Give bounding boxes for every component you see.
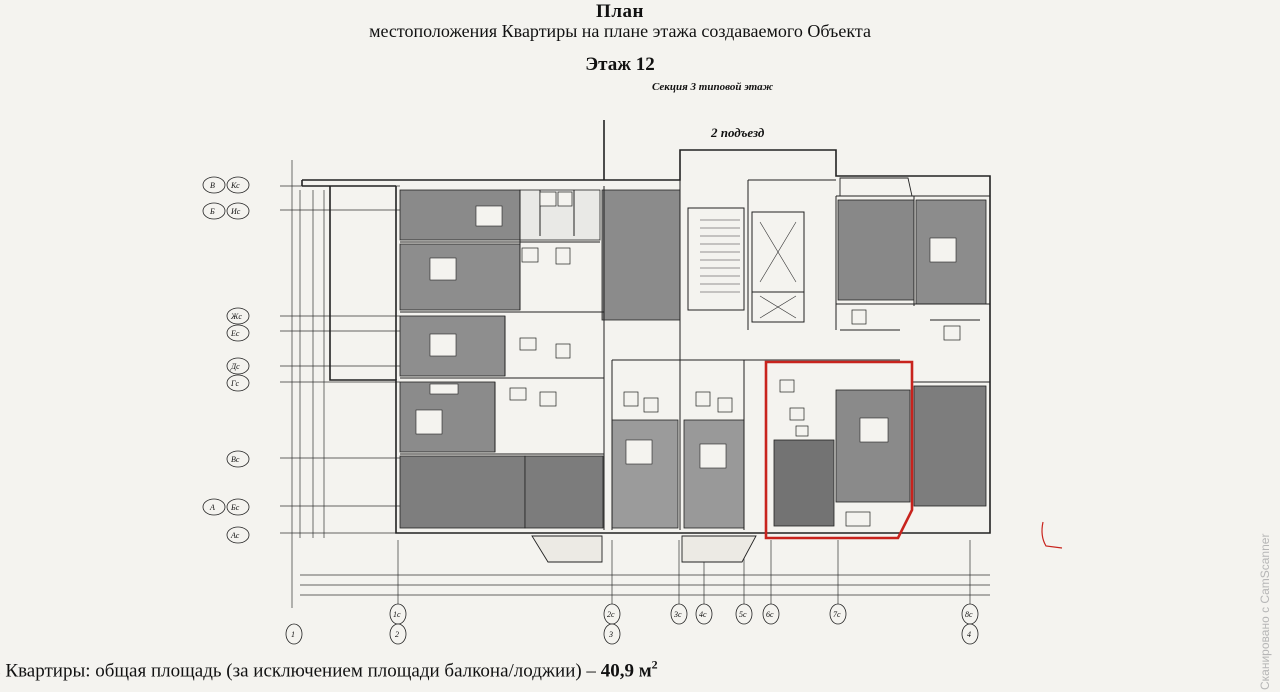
area-unit-sup: 2 (651, 658, 658, 672)
col-axis-label: 7с (833, 610, 841, 619)
row-axis-label: В (210, 181, 215, 190)
row-axis-label: Дс (230, 362, 240, 371)
red-pen-mark (1041, 521, 1063, 549)
floor-title: Этаж 12 (585, 54, 655, 75)
row-axis-labels: В Кс Б Ис Жс Ес Дс Гс Вс А Бс Ас (209, 181, 242, 540)
row-axis-label: Ас (230, 531, 240, 540)
highlighted-apartment (764, 360, 914, 540)
col-axis-label: 2с (607, 610, 615, 619)
col-axis-label: 2 (395, 630, 399, 639)
apartment-blocks (399, 189, 987, 529)
scanner-watermark: Сканировано с CamScanner (1254, 478, 1276, 692)
area-value: 40,9 м (600, 660, 652, 682)
row-axis-sublabel: Ис (230, 207, 241, 216)
row-axis-markers (202, 176, 250, 544)
row-axis-label: Б (209, 207, 215, 216)
page-title: План (596, 1, 644, 22)
balconies (531, 177, 913, 563)
col-axis-label: 8с (965, 610, 973, 619)
col-axis-label: 3 (608, 630, 613, 639)
col-axis-label: 5с (739, 610, 747, 619)
col-axis-label: 4 (967, 630, 971, 639)
row-axis-label: А (209, 503, 215, 512)
row-axis-label: Гс (230, 379, 240, 388)
row-axis-sublabel: Бс (230, 503, 240, 512)
fixtures (509, 191, 961, 527)
row-axis-label: Вс (231, 455, 240, 464)
row-axis-label: Жс (230, 312, 242, 321)
column-axis-labels: 1с 2с 3с 4с 5с 6с 7с 8с 1 2 3 4 (291, 610, 973, 639)
left-dimension-lines (280, 160, 400, 608)
column-axis-markers (285, 603, 979, 645)
bottom-dimension-lines (300, 540, 990, 610)
section-note: Секция 3 типовой этаж (652, 81, 774, 93)
area-statement: ь Квартиры: общая площадь (за исключение… (0, 658, 658, 682)
scanner-watermark-text: Сканировано с CamScanner (1258, 533, 1272, 690)
page-subtitle: местоположения Квартиры на плане этажа с… (369, 21, 871, 41)
col-axis-label: 6с (766, 610, 774, 619)
entrance-label: 2 подъезд (711, 125, 765, 140)
col-axis-label: 1с (393, 610, 401, 619)
stair-steps (700, 219, 797, 319)
stair-core (687, 207, 805, 323)
apartment-stamps (415, 205, 957, 469)
row-axis-label: Ес (230, 329, 240, 338)
row-axis-sublabel: Кс (230, 181, 240, 190)
area-text: ь Квартиры: общая площадь (за исключение… (0, 660, 601, 682)
col-axis-label: 4с (699, 610, 707, 619)
col-axis-label: 1 (291, 630, 295, 639)
col-axis-label: 3с (673, 610, 682, 619)
